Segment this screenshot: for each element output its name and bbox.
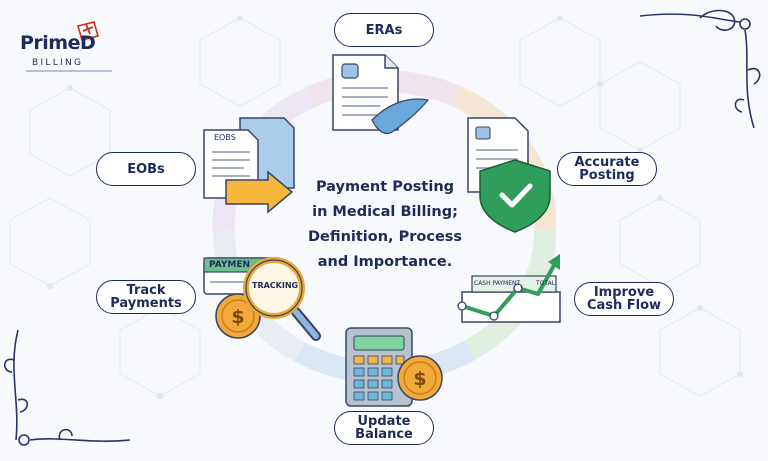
calculator-icon xyxy=(345,327,413,407)
step-pill-eras: ERAs xyxy=(334,13,434,47)
cash-chart-total-label: TOTAL xyxy=(536,280,556,287)
step-label-track-payments-line-2: Payments xyxy=(110,296,182,311)
step-label-accurate-posting-line-2: Posting xyxy=(579,168,635,183)
logo-subword: BILLING xyxy=(32,58,84,68)
step-pill-update-balance: Update Balance xyxy=(334,411,434,445)
logo-tagline-bar xyxy=(26,70,112,72)
step-pill-improve-cash-flow: Improve Cash Flow xyxy=(574,282,674,316)
dollar-coin-icon-balance: $ xyxy=(397,355,443,401)
step-label-update-balance-line-2: Balance xyxy=(355,427,413,442)
growth-chart-icon xyxy=(457,254,561,323)
step-label-improve-cash-flow-line-1: Improve xyxy=(593,285,655,300)
step-label-track-payments-line-1: Track xyxy=(126,283,166,298)
magnifier-icon xyxy=(243,257,321,341)
step-label-improve-cash-flow-line-2: Cash Flow xyxy=(586,298,662,313)
step-label-update-balance-line-1: Update xyxy=(357,414,411,429)
step-pill-eobs: EOBs xyxy=(96,152,196,186)
step-pill-accurate-posting: Accurate Posting xyxy=(557,152,657,186)
document-icon-eras xyxy=(332,54,430,135)
brand-logo: PrimeD BILLING xyxy=(20,28,120,76)
center-title: Payment Posting in Medical Billing; Defi… xyxy=(290,175,480,275)
center-title-line-1: Payment Posting xyxy=(315,179,455,195)
center-title-line-3: Definition, Process xyxy=(307,229,463,245)
tracking-lens-label: TRACKING xyxy=(252,281,299,290)
step-pill-track-payments: Track Payments xyxy=(96,280,196,314)
cash-chart-label: CASH PAYMENT xyxy=(474,280,521,287)
checkmark-shield-icon xyxy=(467,117,551,233)
center-title-line-2: in Medical Billing; xyxy=(312,204,458,220)
payment-card-label: PAYMEN xyxy=(209,260,251,270)
center-title-line-4: and Importance. xyxy=(317,254,453,270)
logo-wordmark: PrimeD xyxy=(20,32,96,54)
svg-text:$: $ xyxy=(231,306,244,328)
step-label-eras-line-1: ERAs xyxy=(365,22,403,38)
step-label-accurate-posting-line-1: Accurate xyxy=(574,155,640,170)
ornament-icon-bottom-left xyxy=(3,329,131,446)
arrow-right-icon xyxy=(225,170,294,214)
step-label-eobs-line-1: EOBs xyxy=(127,161,165,177)
network-dots xyxy=(47,15,743,399)
svg-text:$: $ xyxy=(413,368,426,390)
logo-mark-icon xyxy=(77,21,99,41)
eobs-doc-label: EOBS xyxy=(214,133,236,142)
ornament-icon-top-right xyxy=(639,9,761,129)
